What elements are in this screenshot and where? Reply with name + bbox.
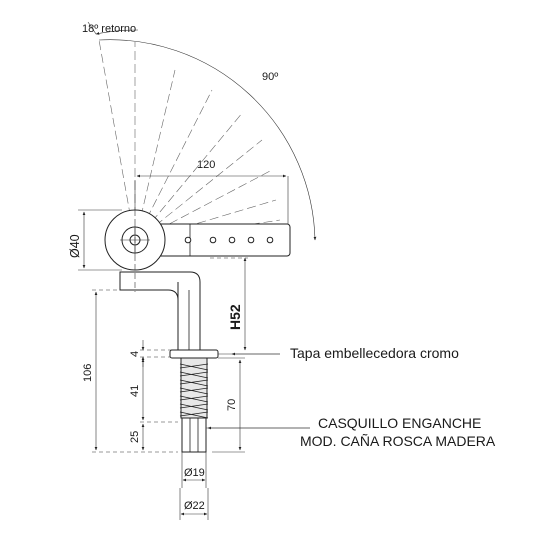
svg-text:70: 70 — [226, 399, 238, 411]
svg-text:120: 120 — [197, 159, 215, 171]
hinge-body — [119, 271, 201, 351]
svg-text:41: 41 — [129, 385, 141, 397]
bushing-leader: CASQUILLO ENGANCHE MOD. CAÑA ROSCA MADER… — [206, 415, 496, 449]
return-arc — [95, 29, 139, 35]
swing-arc — [98, 39, 317, 241]
dim-chain-left: 4 41 25 — [129, 340, 145, 451]
decorative-cap — [169, 349, 219, 359]
cap-leader: Tapa embellecedora cromo — [218, 345, 459, 361]
dim-o19: Ø19 — [181, 452, 207, 488]
svg-text:H52: H52 — [227, 304, 243, 330]
svg-text:Ø22: Ø22 — [184, 500, 205, 512]
dim-106: 106 — [82, 291, 98, 451]
svg-text:Tapa embellecedora cromo: Tapa embellecedora cromo — [290, 345, 459, 361]
svg-text:106: 106 — [82, 364, 94, 382]
svg-text:4: 4 — [129, 351, 141, 357]
dim-h52: H52 — [227, 257, 247, 351]
sleeve — [181, 417, 207, 453]
threaded-screw — [179, 357, 209, 419]
dim-120: 120 — [134, 159, 289, 228]
swing-angle-label: 90º — [262, 71, 278, 83]
dim-o22: Ø22 — [179, 488, 209, 520]
arm-plate — [149, 223, 291, 257]
return-angle-label: 18º retorno — [82, 23, 136, 35]
svg-text:MOD. CAÑA ROSCA MADERA: MOD. CAÑA ROSCA MADERA — [300, 433, 496, 449]
svg-text:25: 25 — [129, 431, 141, 443]
svg-text:Ø40: Ø40 — [68, 234, 82, 258]
svg-text:CASQUILLO ENGANCHE: CASQUILLO ENGANCHE — [318, 415, 481, 431]
svg-text:Ø19: Ø19 — [184, 467, 205, 479]
dim-70: 70 — [212, 357, 245, 453]
dim-o40: Ø40 — [68, 209, 122, 271]
